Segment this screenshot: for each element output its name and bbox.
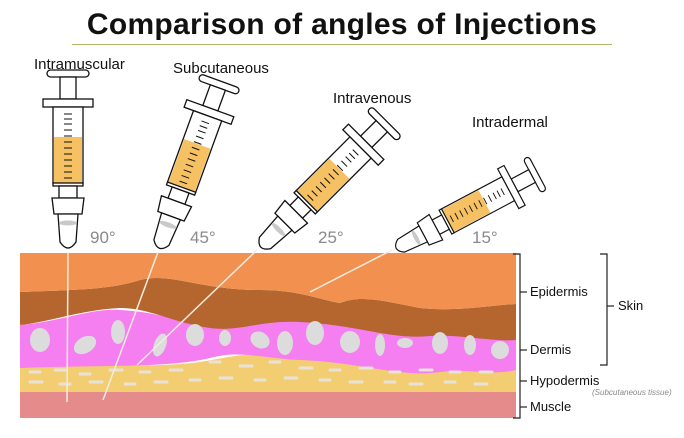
title-underline (72, 44, 612, 45)
epidermis-lower-layer (20, 277, 516, 341)
label-intradermal: Intradermal (472, 114, 548, 131)
label-muscle: Muscle (530, 399, 572, 414)
label-subcutaneous: Subcutaneous (173, 60, 269, 77)
label-hypodermis: Hypodermis (530, 373, 600, 388)
label-epidermis: Epidermis (530, 284, 588, 299)
label-dermis: Dermis (530, 342, 572, 357)
muscle-layer (20, 392, 516, 418)
angle-25: 25° (318, 228, 344, 247)
diagram-title: Comparison of angles of Injections (86, 8, 598, 41)
epidermis-upper-layer (20, 253, 516, 310)
angle-45: 45° (190, 228, 216, 247)
syringe-intramuscular (42, 69, 94, 249)
syringe-intradermal (385, 152, 549, 269)
label-skin: Skin (618, 298, 644, 313)
angle-15: 15° (472, 228, 498, 247)
label-subcutaneous-tissue: (Subcutaneous tissue) (592, 388, 672, 397)
angle-90: 90° (90, 228, 116, 247)
label-intramuscular: Intramuscular (34, 56, 125, 73)
label-intravenous: Intravenous (333, 90, 412, 107)
